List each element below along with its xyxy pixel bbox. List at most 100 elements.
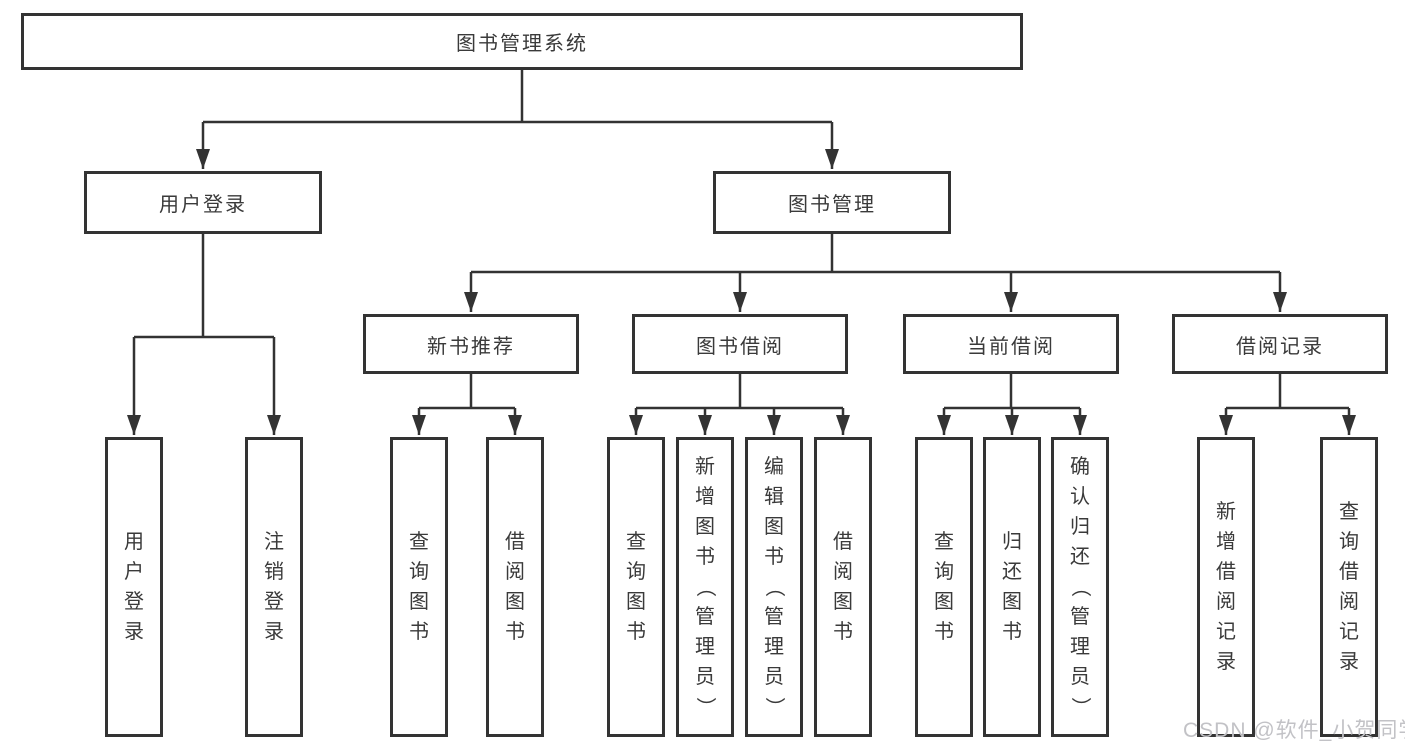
vertical-label-char: 书 xyxy=(833,621,853,643)
vertical-label-char: 阅 xyxy=(833,561,853,583)
vertical-label-char: 登 xyxy=(264,591,284,613)
leaf-borrow-books-recommend: 借阅图书 xyxy=(486,437,544,737)
node-label: 用户登录 xyxy=(159,194,247,216)
vertical-label-char: 图 xyxy=(764,516,784,538)
vertical-label-char: 书 xyxy=(934,621,954,643)
vertical-label-char: 借 xyxy=(833,531,853,553)
vertical-label-char: 管 xyxy=(695,606,715,628)
vertical-label-char: 图 xyxy=(1002,591,1022,613)
node-current-borrow: 当前借阅 xyxy=(903,314,1119,374)
vertical-label-char: 书 xyxy=(505,621,525,643)
leaf-add-borrow-record: 新增借阅记录 xyxy=(1197,437,1255,737)
vertical-label-char: 增 xyxy=(1216,531,1236,553)
node-label: 图书管理 xyxy=(788,194,876,216)
vertical-label-char: 辑 xyxy=(764,486,784,508)
vertical-label-char: 图 xyxy=(626,591,646,613)
node-borrow-records: 借阅记录 xyxy=(1172,314,1388,374)
node-label: 当前借阅 xyxy=(967,335,1055,358)
vertical-label-char: 查 xyxy=(1339,501,1359,523)
vertical-label-char: 认 xyxy=(1070,486,1090,508)
vertical-label-char: 员 xyxy=(764,666,784,688)
node-new-book-recommend: 新书推荐 xyxy=(363,314,579,374)
vertical-label-char: 查 xyxy=(409,531,429,553)
leaf-logout: 注销登录 xyxy=(245,437,303,737)
vertical-label-char: 询 xyxy=(934,561,954,583)
vertical-label-char: （ xyxy=(1069,577,1091,597)
vertical-label-char: 询 xyxy=(626,561,646,583)
vertical-label-char: 归 xyxy=(1070,516,1090,538)
leaf-query-borrow-record: 查询借阅记录 xyxy=(1320,437,1378,737)
vertical-label-char: 记 xyxy=(1216,621,1236,643)
vertical-label-char: 录 xyxy=(124,621,144,643)
vertical-label-char: 书 xyxy=(1002,621,1022,643)
vertical-label-char: 登 xyxy=(124,591,144,613)
vertical-label-char: 新 xyxy=(1216,501,1236,523)
vertical-label-char: 图 xyxy=(695,516,715,538)
vertical-label-char: 书 xyxy=(695,546,715,568)
vertical-label-char: 查 xyxy=(934,531,954,553)
node-label: 图书管理系统 xyxy=(456,33,588,55)
node-label: 新书推荐 xyxy=(427,335,515,358)
vertical-label-char: ） xyxy=(763,697,785,717)
node-book-borrow: 图书借阅 xyxy=(632,314,848,374)
vertical-label-char: 借 xyxy=(1339,561,1359,583)
vertical-label-char: 书 xyxy=(626,621,646,643)
node-root-system: 图书管理系统 xyxy=(21,13,1023,70)
vertical-label-char: 确 xyxy=(1070,456,1090,478)
vertical-label-char: 员 xyxy=(1070,666,1090,688)
vertical-label-char: 图 xyxy=(505,591,525,613)
leaf-user-login: 用户登录 xyxy=(105,437,163,737)
vertical-label-char: 录 xyxy=(1216,651,1236,673)
branch-rails xyxy=(134,70,1349,410)
vertical-label-char: 阅 xyxy=(505,561,525,583)
vertical-label-char: 录 xyxy=(264,621,284,643)
vertical-label-char: 理 xyxy=(695,636,715,658)
vertical-label-char: 阅 xyxy=(1339,591,1359,613)
leaf-return-books: 归还图书 xyxy=(983,437,1041,737)
leaf-borrow-books: 借阅图书 xyxy=(814,437,872,737)
vertical-label-char: （ xyxy=(694,577,716,597)
vertical-label-char: 户 xyxy=(124,561,144,583)
vertical-label-char: 还 xyxy=(1070,546,1090,568)
vertical-label-char: 归 xyxy=(1002,531,1022,553)
node-book-management-branch: 图书管理 xyxy=(713,171,951,234)
vertical-label-char: 借 xyxy=(1216,561,1236,583)
vertical-label-char: 管 xyxy=(764,606,784,628)
vertical-label-char: 新 xyxy=(695,456,715,478)
leaf-confirm-return-admin: 确认归还 （ 管理员 ） xyxy=(1051,437,1109,737)
vertical-label-char: ） xyxy=(1069,697,1091,717)
vertical-label-char: 询 xyxy=(1339,531,1359,553)
vertical-label-char: 编 xyxy=(764,456,784,478)
vertical-label-char: 管 xyxy=(1070,606,1090,628)
vertical-label-char: 增 xyxy=(695,486,715,508)
vertical-label-char: 询 xyxy=(409,561,429,583)
node-user-login-branch: 用户登录 xyxy=(84,171,322,234)
vertical-label-char: 用 xyxy=(124,531,144,553)
vertical-label-char: 图 xyxy=(934,591,954,613)
node-label: 借阅记录 xyxy=(1236,335,1324,358)
vertical-label-char: 书 xyxy=(764,546,784,568)
leaf-edit-books-admin: 编辑图书 （ 管理员 ） xyxy=(745,437,803,737)
vertical-label-char: 图 xyxy=(409,591,429,613)
vertical-label-char: ） xyxy=(694,697,716,717)
vertical-label-char: 记 xyxy=(1339,621,1359,643)
vertical-label-char: 销 xyxy=(264,561,284,583)
vertical-label-char: 查 xyxy=(626,531,646,553)
vertical-label-char: 图 xyxy=(833,591,853,613)
vertical-label-char: 借 xyxy=(505,531,525,553)
vertical-label-char: 还 xyxy=(1002,561,1022,583)
vertical-label-char: 注 xyxy=(264,531,284,553)
vertical-label-char: 书 xyxy=(409,621,429,643)
leaf-query-books-current: 查询图书 xyxy=(915,437,973,737)
vertical-label-char: 录 xyxy=(1339,651,1359,673)
vertical-label-char: 阅 xyxy=(1216,591,1236,613)
leaf-query-books-recommend: 查询图书 xyxy=(390,437,448,737)
vertical-label-char: 理 xyxy=(1070,636,1090,658)
vertical-label-char: （ xyxy=(763,577,785,597)
vertical-label-char: 员 xyxy=(695,666,715,688)
vertical-label-char: 理 xyxy=(764,636,784,658)
leaf-add-books-admin: 新增图书 （ 管理员 ） xyxy=(676,437,734,737)
node-label: 图书借阅 xyxy=(696,335,784,358)
